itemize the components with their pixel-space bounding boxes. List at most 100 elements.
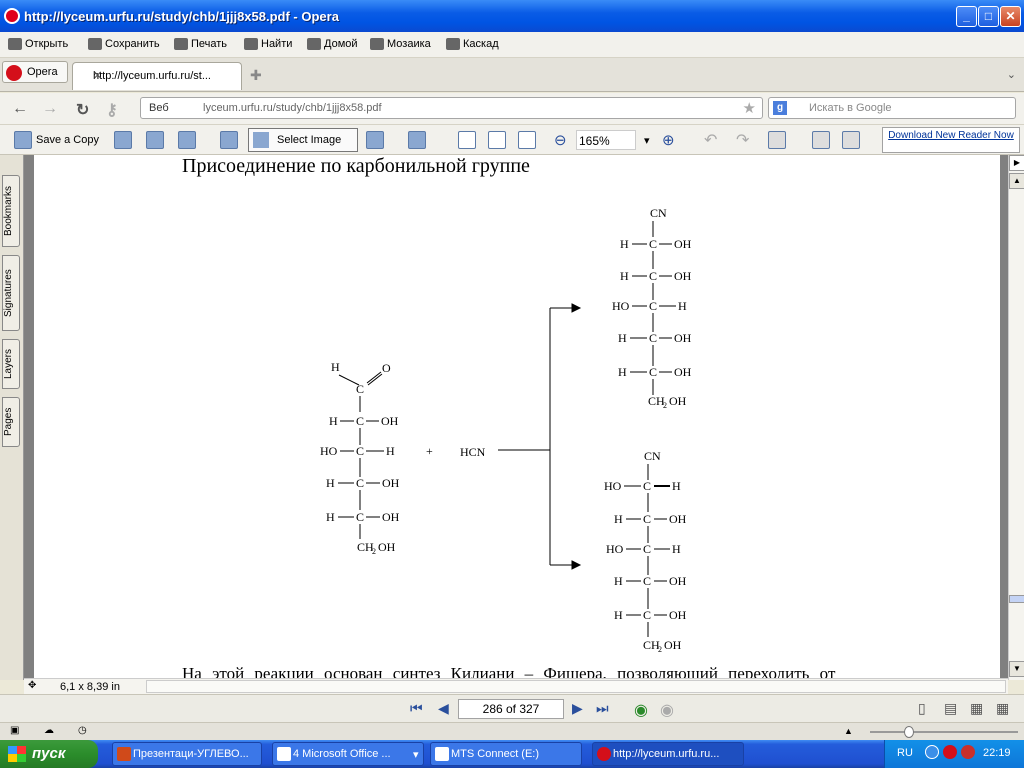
- speed-dial-icon[interactable]: ◷: [78, 725, 87, 736]
- new-tab-button[interactable]: ✚: [250, 67, 262, 83]
- back-arrow-tray-icon[interactable]: [925, 745, 939, 759]
- powerpoint-icon: [117, 747, 131, 761]
- svg-text:CN: CN: [644, 449, 661, 463]
- page-number-field[interactable]: 286 of 327: [458, 699, 564, 719]
- tab-signatures[interactable]: Signatures: [2, 255, 20, 331]
- go-back-view-button[interactable]: ◉: [634, 702, 648, 719]
- cascade-button[interactable]: Каскад: [446, 38, 499, 50]
- tab-bookmarks[interactable]: Bookmarks: [2, 175, 20, 247]
- fit-page-button[interactable]: [488, 130, 506, 150]
- taskbar-item-opera[interactable]: http://lyceum.urfu.ru...: [592, 742, 744, 766]
- google-icon: g: [773, 101, 787, 115]
- svg-text:H: H: [678, 299, 687, 313]
- zoom-in-button[interactable]: ⊕: [662, 132, 675, 149]
- close-tab-icon[interactable]: ✕: [93, 70, 103, 82]
- search-input[interactable]: g Искать в Google: [768, 97, 1016, 119]
- close-button[interactable]: ✕: [1000, 6, 1021, 27]
- open-button[interactable]: Открыть: [8, 38, 68, 50]
- download-reader-link[interactable]: Download New Reader Now: [882, 127, 1020, 153]
- taskbar-item-office[interactable]: 4 Microsoft Office ...▾: [272, 742, 424, 766]
- last-page-button[interactable]: ⏭: [596, 700, 609, 716]
- scroll-up-button[interactable]: ▲: [1009, 173, 1024, 189]
- first-page-button[interactable]: ⏮: [410, 700, 423, 716]
- zoom-slider-arrow-icon[interactable]: ▲: [844, 726, 853, 736]
- next-page-button[interactable]: ▶: [572, 700, 583, 716]
- back-button[interactable]: ←: [12, 100, 28, 117]
- panel-toggle-icon[interactable]: ▣: [10, 725, 20, 736]
- star-icon[interactable]: ★: [742, 100, 756, 117]
- fit-width-button[interactable]: [518, 130, 536, 150]
- opera-menu-button[interactable]: Opera: [2, 61, 68, 83]
- tab-pages[interactable]: Pages: [2, 397, 20, 447]
- zoom-in-tool-button[interactable]: [408, 130, 426, 150]
- maximize-button[interactable]: □: [978, 6, 999, 27]
- svg-text:H: H: [672, 542, 681, 556]
- svg-text:H: H: [672, 479, 681, 493]
- tab-layers[interactable]: Layers: [2, 339, 20, 389]
- rotate-right-button[interactable]: ↷: [736, 132, 750, 149]
- web-label: Веб: [149, 102, 169, 114]
- email-button[interactable]: [146, 130, 164, 150]
- start-button[interactable]: пуск: [0, 740, 98, 768]
- language-indicator[interactable]: RU: [897, 747, 913, 759]
- tile-button[interactable]: Мозаика: [370, 38, 431, 50]
- print-pdf-button[interactable]: [114, 130, 132, 150]
- horizontal-scroll-track[interactable]: [146, 680, 1006, 693]
- next-page-arrow-icon[interactable]: ▶: [1009, 155, 1024, 171]
- horizontal-scrollbar[interactable]: ✥ 6,1 x 8,39 in: [24, 678, 1008, 694]
- import-button[interactable]: [842, 130, 860, 150]
- svg-text:O: O: [382, 361, 391, 375]
- page-navigation-bar: ⏮ ◀ 286 of 327 ▶ ⏭ ◉ ◉ ▯ ▤ ▦ ▦: [0, 694, 1024, 722]
- document-viewport[interactable]: Присоединение по карбонильной группе H O…: [24, 155, 1008, 680]
- zoom-slider-thumb[interactable]: [904, 726, 914, 738]
- security-tray-icon[interactable]: [961, 745, 975, 759]
- zoom-dropdown-icon[interactable]: ▾: [644, 134, 650, 147]
- search-pdf-button[interactable]: [178, 130, 196, 150]
- body-text: На этой реакции основан синтез Килиани –…: [182, 664, 836, 680]
- taskbar-item-presentation[interactable]: Презентаци-УГЛЕВО...: [112, 742, 262, 766]
- scroll-thumb[interactable]: [1009, 595, 1024, 603]
- camera-icon: [366, 131, 384, 149]
- forward-button[interactable]: →: [42, 100, 58, 117]
- facing-pages-icon[interactable]: ▦: [970, 700, 984, 716]
- save-copy-button[interactable]: Save a Copy: [14, 130, 99, 150]
- svg-text:H: H: [614, 608, 623, 622]
- url-field[interactable]: Веб lyceum.urfu.ru/study/chb/1jjj8x58.pd…: [140, 97, 763, 119]
- export-button[interactable]: [812, 130, 830, 150]
- hand-icon: [220, 131, 238, 149]
- vertical-scrollbar[interactable]: ▶ ▲ ▼: [1008, 155, 1024, 680]
- svg-text:H: H: [614, 512, 623, 526]
- home-icon: [307, 38, 321, 50]
- minimize-button[interactable]: _: [956, 6, 977, 27]
- previous-page-button[interactable]: ◀: [438, 700, 449, 716]
- print-button[interactable]: Печать: [174, 38, 227, 50]
- actual-size-button[interactable]: [458, 130, 476, 150]
- save-button[interactable]: Сохранить: [88, 38, 160, 50]
- chevron-down-icon[interactable]: ⌄: [1006, 69, 1016, 81]
- turbo-icon[interactable]: ☁: [44, 725, 54, 736]
- svg-text:H: H: [331, 360, 340, 374]
- opera-tray-icon[interactable]: [943, 745, 957, 759]
- tab-pdf[interactable]: http://lyceum.urfu.ru/st...✕: [72, 62, 242, 90]
- command-bar: Открыть Сохранить Печать Найти Домой Моз…: [0, 32, 1024, 58]
- go-forward-view-button[interactable]: ◉: [660, 702, 674, 719]
- copy-button[interactable]: [768, 130, 786, 150]
- snapshot-button[interactable]: [366, 130, 384, 150]
- zoom-field[interactable]: 165%: [576, 130, 636, 150]
- zoom-out-button[interactable]: ⊖: [554, 132, 567, 149]
- hand-tool-button[interactable]: [220, 130, 238, 150]
- select-image-button[interactable]: Select Image: [248, 128, 358, 152]
- home-button[interactable]: Домой: [307, 38, 358, 50]
- disk-icon: [14, 131, 32, 149]
- taskbar-item-mts[interactable]: MTS Connect (E:): [430, 742, 582, 766]
- zoom-slider[interactable]: [870, 726, 1018, 738]
- single-page-icon[interactable]: ▯: [918, 700, 926, 716]
- continuous-page-icon[interactable]: ▤: [944, 700, 958, 716]
- scroll-down-button[interactable]: ▼: [1009, 661, 1024, 677]
- rotate-left-button[interactable]: ↶: [704, 132, 718, 149]
- find-button[interactable]: Найти: [244, 38, 292, 50]
- svg-text:C: C: [356, 510, 364, 524]
- key-icon[interactable]: ⚷: [106, 102, 118, 119]
- continuous-facing-icon[interactable]: ▦: [996, 700, 1010, 716]
- reload-button[interactable]: ↻: [76, 102, 90, 119]
